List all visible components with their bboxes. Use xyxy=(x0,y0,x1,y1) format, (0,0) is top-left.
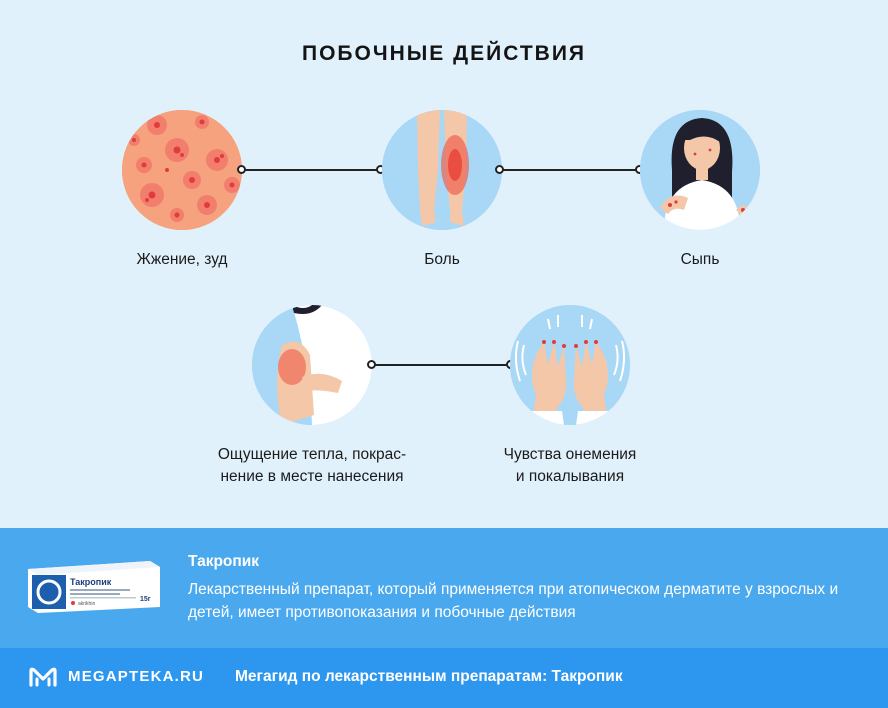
footer-bar xyxy=(0,648,888,708)
pack-name-text: Такропик xyxy=(70,577,112,587)
pack-maker-text: akrikhin xyxy=(78,601,95,607)
page-title: ПОБОЧНЫЕ ДЕЙСТВИЯ xyxy=(301,42,587,65)
skin-rash-icon xyxy=(122,110,242,230)
arm-redness-icon xyxy=(252,305,372,425)
drug-description: Лекарственный препарат, который применяе… xyxy=(188,581,839,621)
connector-line xyxy=(499,169,639,171)
effect-label-warmth: Ощущение тепла, покрас- нение в месте на… xyxy=(217,446,407,485)
effect-label-rash: Сыпь xyxy=(680,251,720,268)
megapteka-logo-icon[interactable] xyxy=(28,665,58,694)
painful-legs-icon xyxy=(382,110,502,230)
brand-name[interactable]: MEGAPTEKA.RU xyxy=(68,668,205,685)
connector-line xyxy=(241,169,381,171)
drug-name: Такропик xyxy=(188,553,260,570)
pack-weight-text: 15г xyxy=(140,596,151,603)
effect-label-numbness: Чувства онемения и покалывания xyxy=(503,446,637,485)
connector-dot xyxy=(367,360,376,369)
connector-line xyxy=(371,364,511,366)
effect-label-pain: Боль xyxy=(424,251,460,268)
woman-with-rash-icon xyxy=(640,110,760,230)
connector-dot xyxy=(237,165,246,174)
connector-dot xyxy=(495,165,504,174)
footer-tagline: Мегагид по лекарственным препаратам: Так… xyxy=(235,668,623,685)
effect-label-burning: Жжение, зуд xyxy=(136,251,228,268)
drug-package-image: Такропик akrikhin 15г xyxy=(28,561,160,618)
tingling-hands-icon xyxy=(510,305,630,425)
